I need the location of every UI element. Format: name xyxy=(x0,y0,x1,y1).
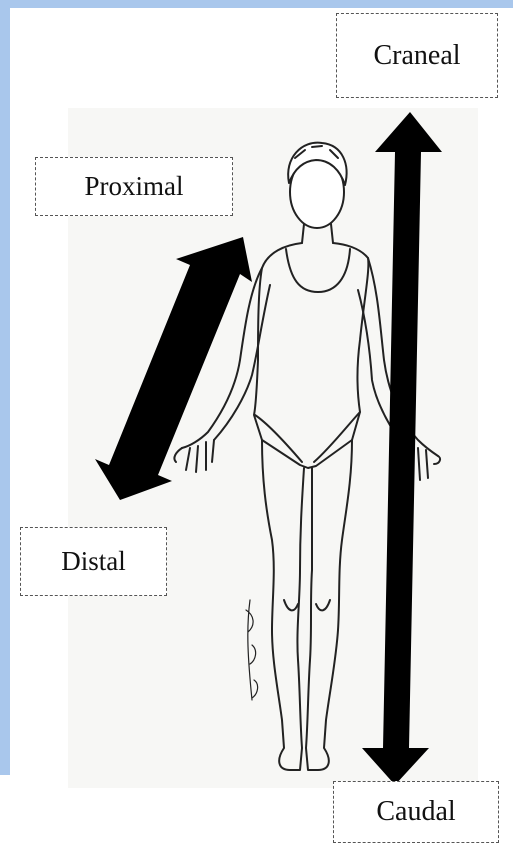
label-distal-text: Distal xyxy=(61,546,126,577)
label-craneal: Craneal xyxy=(336,13,498,98)
label-craneal-text: Craneal xyxy=(373,40,460,72)
label-distal: Distal xyxy=(20,527,167,596)
proximal-distal-arrow xyxy=(95,237,252,500)
label-caudal-text: Caudal xyxy=(376,796,455,828)
artist-signature xyxy=(246,600,258,700)
craneal-caudal-arrow xyxy=(362,112,442,785)
torso xyxy=(254,243,368,468)
left-hand xyxy=(174,440,214,472)
label-proximal: Proximal xyxy=(35,157,233,216)
label-proximal-text: Proximal xyxy=(85,171,184,202)
label-caudal: Caudal xyxy=(333,781,499,843)
